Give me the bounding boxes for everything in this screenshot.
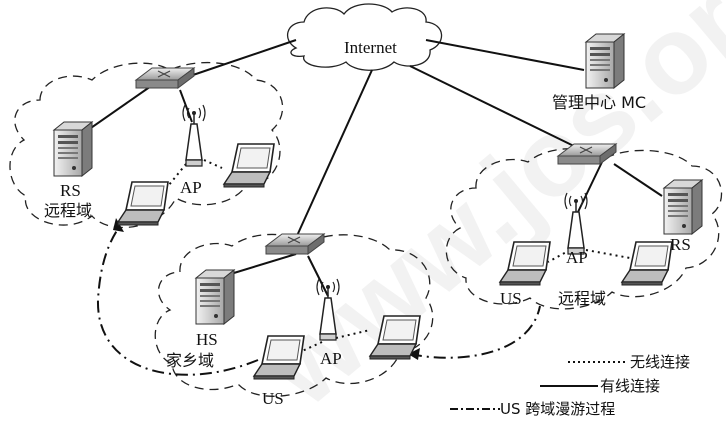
home-domain-label: 家乡域 — [166, 351, 214, 370]
laptop-right-2-icon — [621, 241, 673, 286]
left-ap-label: AP — [180, 178, 202, 197]
right-domain-cloud — [445, 148, 723, 310]
internet-label: Internet — [344, 38, 397, 57]
ap-left-icon — [182, 104, 206, 167]
laptop-left-ap-icon — [223, 143, 275, 188]
right-us-label: US — [500, 289, 522, 308]
server-hs-icon — [195, 269, 235, 325]
right-ap-label: AP — [566, 248, 588, 267]
server-rs-right-icon — [663, 179, 703, 235]
server-mc-icon — [585, 33, 625, 89]
laptop-roamed-icon — [117, 181, 169, 226]
home-hs-label: HS — [196, 330, 218, 349]
router-left-icon — [135, 67, 195, 89]
left-rs-label: RS — [60, 181, 81, 200]
legend-wireless-label: 无线连接 — [630, 353, 690, 371]
wired-links — [87, 39, 663, 297]
server-rs-left-icon — [53, 121, 93, 177]
legend-wired-label: 有线连接 — [600, 377, 660, 395]
wireless-links — [159, 159, 631, 353]
legend-roaming-label: US 跨域漫游过程 — [500, 400, 615, 418]
right-rs-label: RS — [670, 235, 691, 254]
router-home-icon — [265, 233, 325, 255]
home-ap-label: AP — [320, 349, 342, 368]
left-domain-label: 远程域 — [44, 201, 92, 220]
right-domain-label: 远程域 — [558, 289, 606, 308]
legend: 无线连接 有线连接 US 跨域漫游过程 — [450, 353, 690, 418]
mc-label: 管理中心 MC — [552, 93, 646, 112]
home-us-label: US — [262, 389, 284, 408]
internet-cloud — [286, 3, 443, 71]
